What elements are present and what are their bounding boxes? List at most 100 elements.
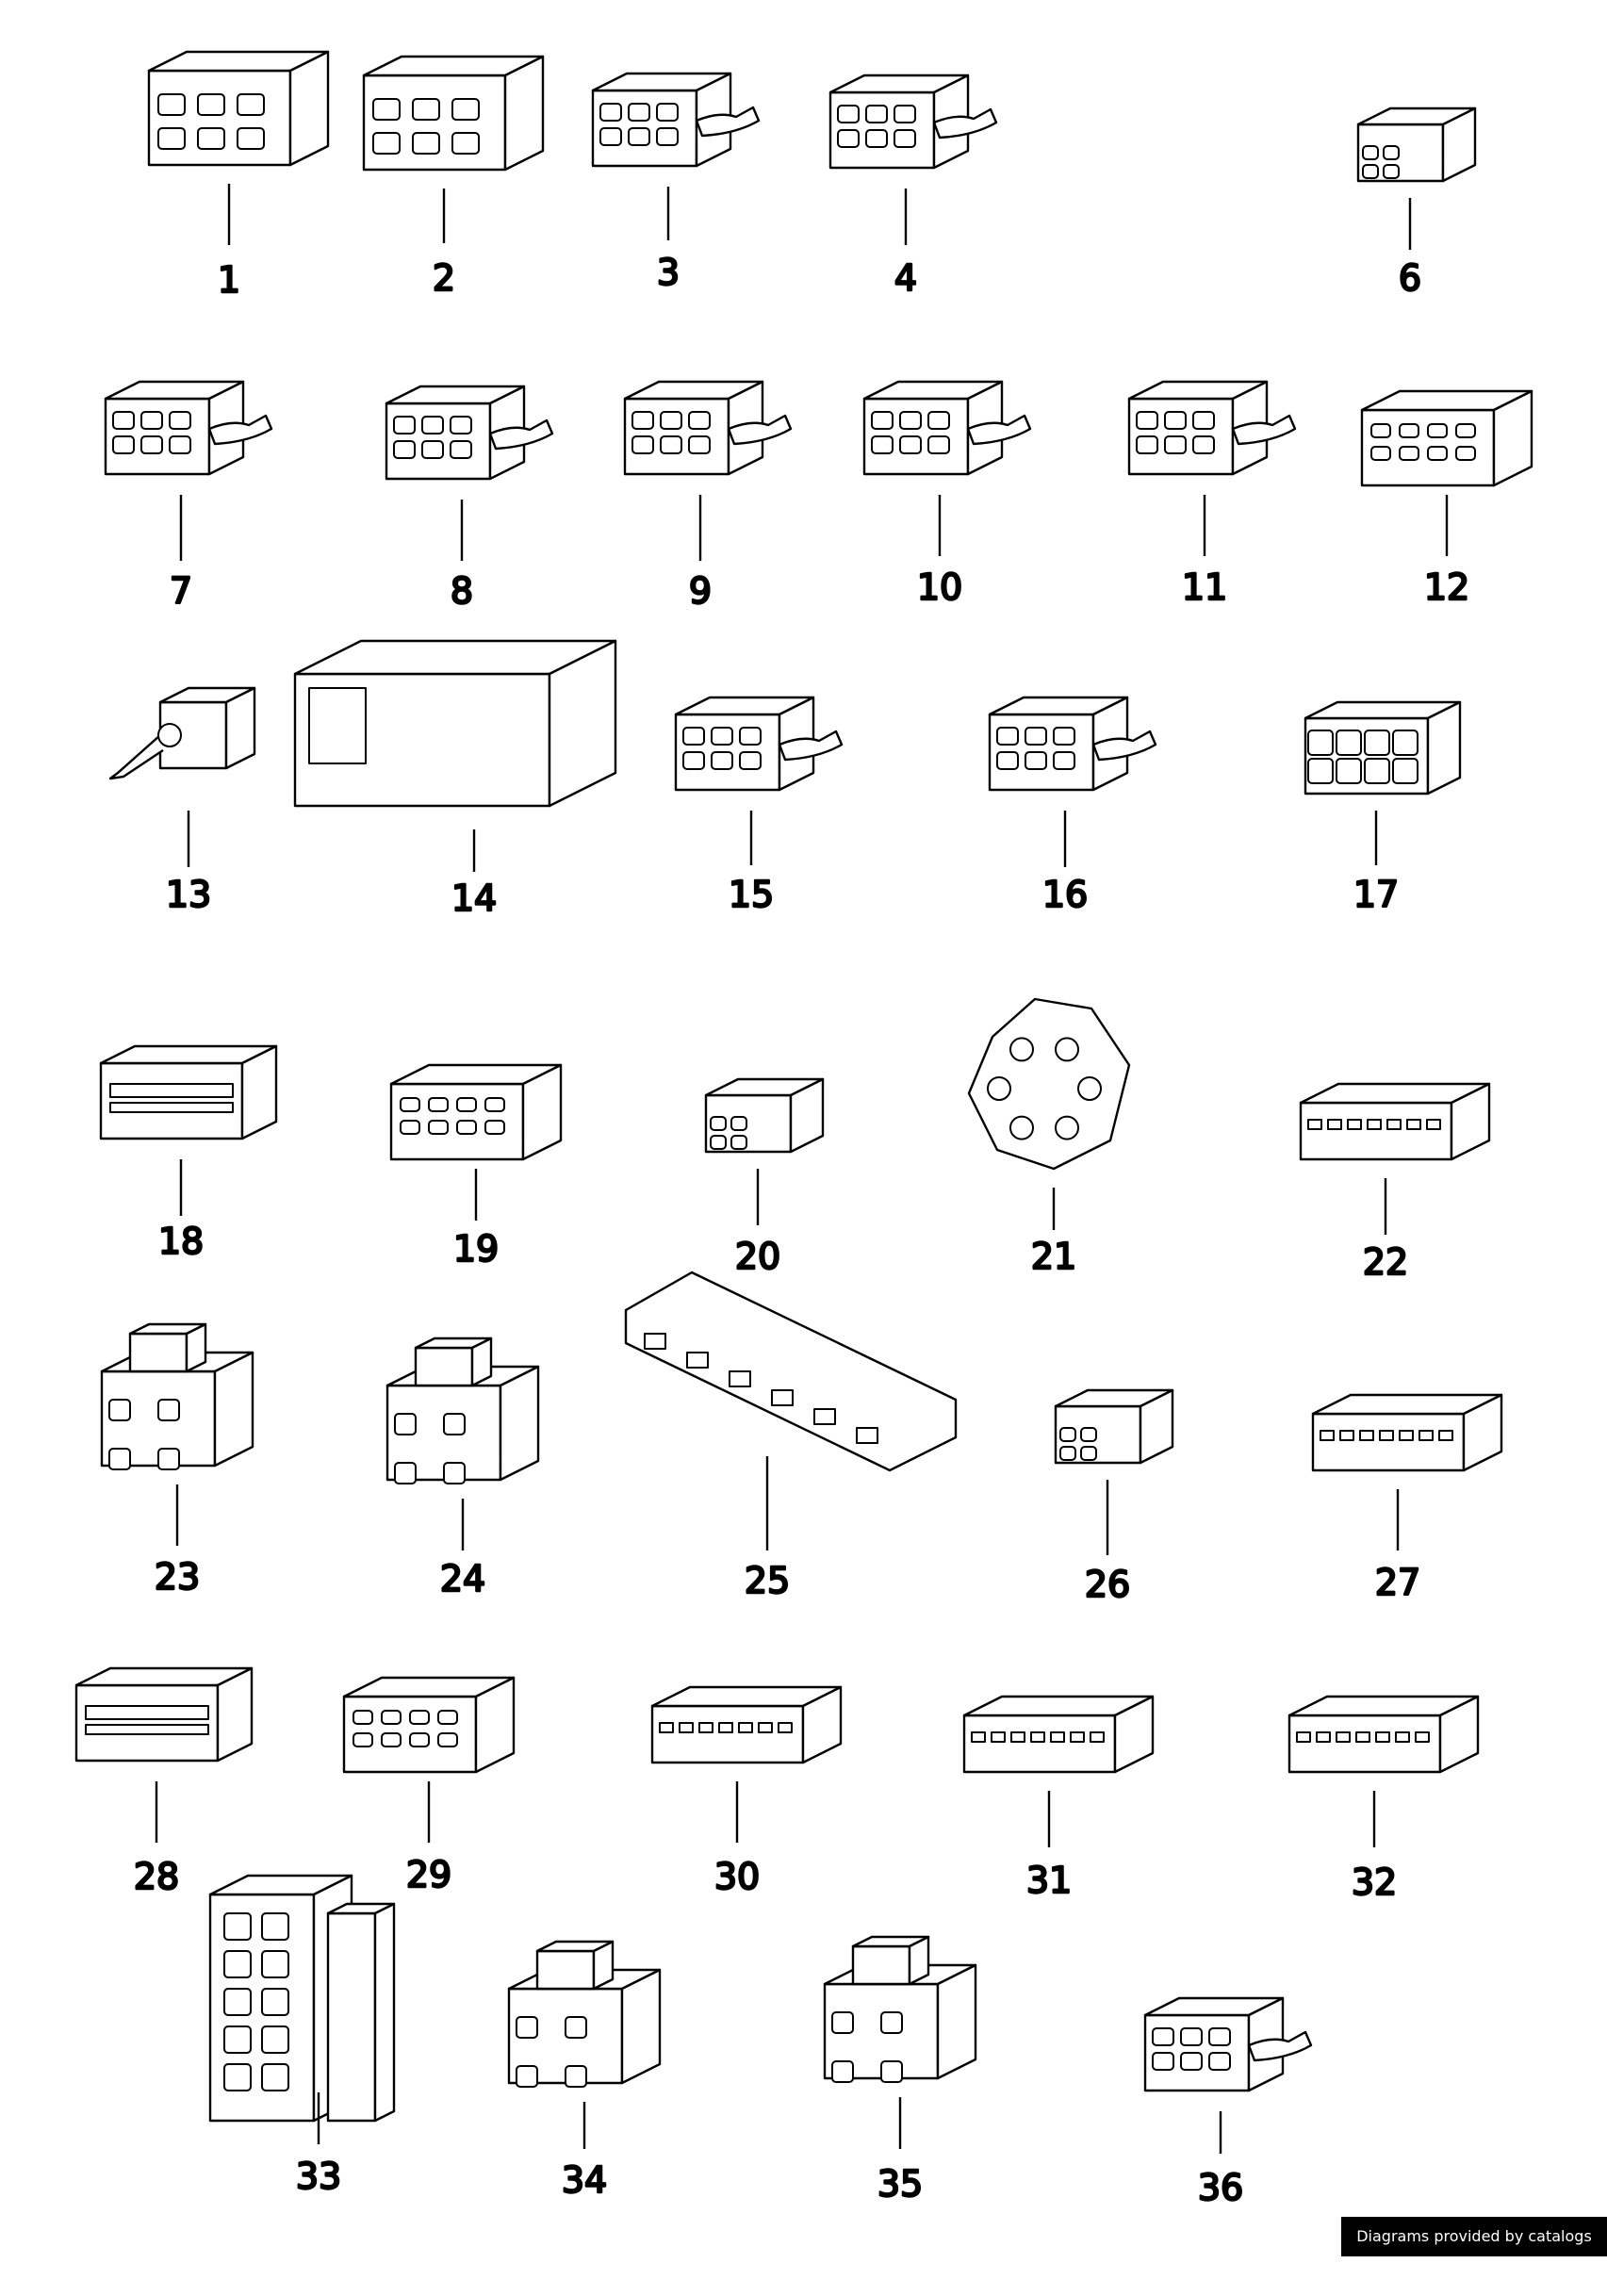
connector-latch-icon <box>591 72 761 168</box>
connector-stack-icon <box>208 1874 396 2123</box>
part-10: 10 <box>862 380 1032 609</box>
part-number-label: 19 <box>453 1228 499 1270</box>
connector-housing-icon <box>147 50 330 167</box>
part-number-label: 26 <box>1085 1564 1130 1605</box>
part-number-label: 9 <box>689 570 712 612</box>
part-number-label: 17 <box>1353 874 1399 915</box>
connector-strip-icon <box>650 1685 843 1764</box>
part-17: 17 <box>1304 700 1462 916</box>
part-35: 35 <box>823 1935 977 2206</box>
part-28: 28 <box>74 1666 254 1898</box>
connector-slot-icon <box>99 1044 278 1140</box>
part-24: 24 <box>385 1337 540 1600</box>
connector-block-icon <box>823 1935 977 2083</box>
part-25: 25 <box>624 1271 958 1602</box>
connector-strip-icon <box>1311 1393 1503 1472</box>
connector-slot-icon <box>74 1666 254 1763</box>
part-number-label: 36 <box>1198 2167 1243 2208</box>
part-number-label: 14 <box>451 877 497 919</box>
part-number-label: 1 <box>218 259 240 301</box>
connector-grid-icon <box>1304 700 1462 795</box>
connector-latch-icon <box>862 380 1032 476</box>
part-13: 13 <box>108 686 256 916</box>
connector-latch-icon <box>988 696 1157 792</box>
part-number-label: 20 <box>735 1236 780 1277</box>
connector-block-icon <box>507 1940 662 2088</box>
part-number-label: 16 <box>1042 874 1088 915</box>
connector-block-icon <box>385 1337 540 1484</box>
connector-rail-icon <box>624 1271 958 1472</box>
part-1: 1 <box>147 50 330 302</box>
connector-latch-icon <box>385 385 554 481</box>
connector-latch-icon <box>1143 1996 1313 2092</box>
part-number-label: 22 <box>1363 1241 1408 1283</box>
part-36: 36 <box>1143 1996 1313 2209</box>
part-number-label: 24 <box>440 1558 485 1599</box>
connector-small-icon <box>1054 1388 1174 1465</box>
part-20: 20 <box>704 1077 825 1278</box>
part-number-label: 12 <box>1424 566 1469 608</box>
part-number-label: 11 <box>1182 566 1227 608</box>
rotary-switch-icon <box>108 686 256 780</box>
connector-box-icon <box>342 1676 516 1774</box>
part-number-label: 30 <box>714 1856 760 1897</box>
part-19: 19 <box>389 1063 563 1271</box>
connector-strip-icon <box>962 1695 1155 1774</box>
credit-banner: Diagrams provided by catalogs parts <box>1341 2217 1607 2285</box>
part-number-label: 15 <box>729 874 774 915</box>
part-number-label: 18 <box>158 1221 204 1262</box>
part-26: 26 <box>1054 1388 1174 1606</box>
part-number-label: 7 <box>170 570 192 612</box>
part-number-label: 32 <box>1352 1861 1397 1903</box>
part-number-label: 3 <box>657 252 680 293</box>
connector-latch-icon <box>104 380 273 476</box>
part-3: 3 <box>591 72 761 294</box>
connector-small-icon <box>704 1077 825 1154</box>
connector-latch-icon <box>623 380 793 476</box>
part-number-label: 28 <box>134 1856 179 1897</box>
part-18: 18 <box>99 1044 278 1263</box>
part-34: 34 <box>507 1940 662 2202</box>
round-connector-icon <box>967 997 1131 1171</box>
part-29: 29 <box>342 1676 516 1896</box>
part-11: 11 <box>1127 380 1297 609</box>
connector-latch-icon <box>1127 380 1297 476</box>
part-number-label: 8 <box>451 570 473 612</box>
part-21: 21 <box>967 997 1131 1278</box>
connector-frame-icon <box>293 639 617 808</box>
part-27: 27 <box>1311 1393 1503 1604</box>
part-number-label: 23 <box>155 1556 200 1598</box>
part-4: 4 <box>828 74 998 300</box>
part-number-label: 29 <box>406 1854 451 1895</box>
part-8: 8 <box>385 385 554 613</box>
part-15: 15 <box>674 696 844 916</box>
part-number-label: 6 <box>1399 257 1421 299</box>
connector-block-icon <box>100 1322 254 1470</box>
part-number-label: 35 <box>877 2163 923 2205</box>
part-12: 12 <box>1360 389 1533 609</box>
part-14: 14 <box>293 639 617 920</box>
part-32: 32 <box>1287 1695 1480 1904</box>
part-number-label: 13 <box>166 874 211 915</box>
part-number-label: 2 <box>433 257 455 299</box>
connector-latch-icon <box>674 696 844 792</box>
part-number-label: 27 <box>1375 1562 1420 1603</box>
part-2: 2 <box>362 55 545 300</box>
part-30: 30 <box>650 1685 843 1898</box>
part-33: 33 <box>208 1874 396 2198</box>
connector-box-icon <box>1360 389 1533 487</box>
part-number-label: 25 <box>745 1560 790 1601</box>
connector-box-icon <box>389 1063 563 1161</box>
part-number-label: 21 <box>1031 1236 1076 1277</box>
part-22: 22 <box>1299 1082 1491 1284</box>
part-9: 9 <box>623 380 793 613</box>
part-number-label: 4 <box>894 257 917 299</box>
connector-strip-icon <box>1299 1082 1491 1161</box>
part-number-label: 33 <box>296 2156 341 2197</box>
part-16: 16 <box>988 696 1157 916</box>
connector-housing-icon <box>362 55 545 172</box>
part-23: 23 <box>100 1322 254 1599</box>
connector-small-icon <box>1356 107 1477 183</box>
part-6: 6 <box>1356 107 1477 300</box>
